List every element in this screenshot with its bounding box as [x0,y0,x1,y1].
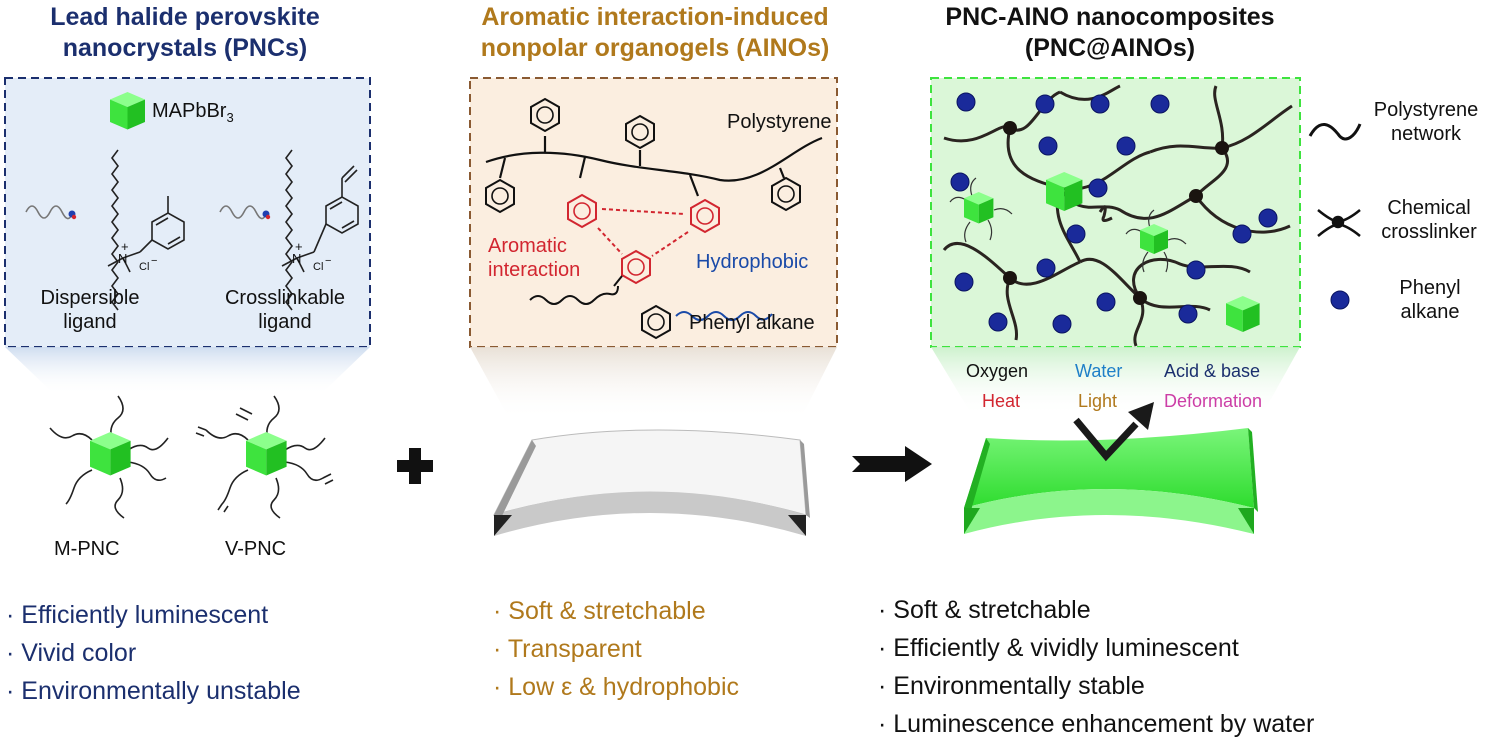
crosslinkable-n: N [292,251,302,266]
mapbbr3-label-text: MAPbBr [152,100,227,122]
pnc-projection [5,347,370,395]
dispersible-ligand-structure [25,149,185,311]
stimulus-water: Water [1075,361,1123,381]
composite-title-line2: (PNC@AINOs) [1024,34,1196,62]
stimulus-oxygen: Oxygen [966,361,1029,381]
dispersible-label: Dispersible ligand [20,286,160,334]
aromatic-label-line1: Aromatic [488,235,567,257]
pnc-title-line1: Lead halide perovskite [50,3,320,31]
phenyl-alkane-legend-icon [1330,290,1350,310]
aromatic-label-line2: interaction [488,259,581,281]
pnc-property-item: · Efficiently luminescent [6,601,269,629]
aino-title-line2: nonpolar organogels (AINOs) [480,34,830,62]
stimuli-arrow-icon [1073,402,1154,462]
chemical-crosslinkers [1003,121,1229,305]
crosslinker-legend-label: Chemical crosslinker [1366,196,1492,244]
phenyl-legend-label: Phenyl alkane [1380,276,1480,324]
composite-title: PNC-AINO nanocomposites (PNC@AINOs) [920,2,1300,64]
hydrophobic-label: Hydrophobic [696,251,809,273]
phenyl-alkane-chains [529,275,773,321]
network-legend-line1: Polystyrene [1373,99,1479,121]
pnc-panel [4,77,371,348]
mapbbr3-cube-icon [110,92,145,130]
aromatic-interaction-label: Aromatic interaction [488,234,580,282]
aino-property-item: · Low ε & hydrophobic [493,673,739,701]
pnc-property-item: · Vivid color [6,639,137,667]
dispersible-n-plus: + [121,239,129,254]
dispersible-label-line1: Dispersible [40,287,140,309]
crosslinkable-n-plus: + [295,239,303,254]
crosslinkable-cl-minus: − [325,255,332,267]
stimulus-acid-base: Acid & base [1164,361,1261,381]
v-pnc-label: V-PNC [225,538,287,560]
network-legend-icon [1308,123,1362,141]
crosslinkable-ligand-structure [219,149,359,311]
pnc-property-item: · Environmentally unstable [6,677,301,705]
aino-title-line1: Aromatic interaction-induced [481,3,829,31]
pnc-properties-list: · Efficiently luminescent · Vivid color … [6,596,301,710]
dispersible-cl: Cl [139,261,150,273]
aromatic-interaction-dashes [597,208,689,257]
aino-projection [470,347,837,420]
network-legend-label: Polystyrene network [1366,98,1486,146]
polystyrene-chain [485,136,823,197]
aino-title: Aromatic interaction-induced nonpolar or… [440,2,870,64]
crosslinkable-cl: Cl [313,261,324,273]
stimulus-light: Light [1078,391,1118,411]
pnc-title-line2: nanocrystals (PNCs) [62,34,308,62]
embedded-pnc-cubes [949,172,1260,332]
stimulus-heat: Heat [982,391,1021,411]
pnc-title: Lead halide perovskite nanocrystals (PNC… [10,2,360,64]
composite-green-film [964,428,1258,534]
dispersible-label-line2: ligand [63,311,117,333]
phenyl-alkane-label: Phenyl alkane [689,312,815,334]
composite-title-line1: PNC-AINO nanocomposites [945,3,1275,31]
phenyl-alkane-spheres [950,92,1278,334]
phenyl-legend-line1: Phenyl [1399,277,1461,299]
crosslinker-legend-icon [1317,209,1361,237]
composite-properties-list: · Soft & stretchable · Efficiently & viv… [878,591,1314,743]
composite-property-item: · Environmentally stable [878,672,1145,700]
dispersible-cl-minus: − [151,255,158,267]
mapbbr3-label: MAPbBr3 [152,99,234,130]
m-pnc-illustration [49,395,169,519]
v-pnc-illustration [195,395,334,519]
composite-property-item: · Soft & stretchable [878,596,1091,624]
composite-property-item: · Luminescence enhancement by water [878,710,1315,738]
composite-projection [931,347,1300,415]
polystyrene-label: Polystyrene [727,111,832,133]
plus-icon [397,448,433,484]
crosslinkable-label: Crosslinkable ligand [205,286,365,334]
aino-property-item: · Transparent [493,635,642,663]
m-pnc-label: M-PNC [54,538,120,560]
aino-transparent-film [493,429,810,536]
stimulus-deformation: Deformation [1164,391,1263,411]
crosslinker-legend-line2: crosslinker [1381,221,1477,243]
phenyl-legend-line2: alkane [1400,301,1460,323]
composite-property-item: · Efficiently & vividly luminescent [878,634,1239,662]
crosslinkable-label-line1: Crosslinkable [224,287,346,309]
aino-property-item: · Soft & stretchable [493,597,706,625]
aino-properties-list: · Soft & stretchable · Transparent · Low… [493,592,739,706]
network-legend-line2: network [1390,123,1462,145]
crosslinker-legend-line1: Chemical [1387,197,1471,219]
crosslinkable-label-line2: ligand [258,311,312,333]
dispersible-n: N [118,251,128,266]
mapbbr3-subscript: 3 [226,110,234,125]
process-arrow-icon [852,446,932,482]
